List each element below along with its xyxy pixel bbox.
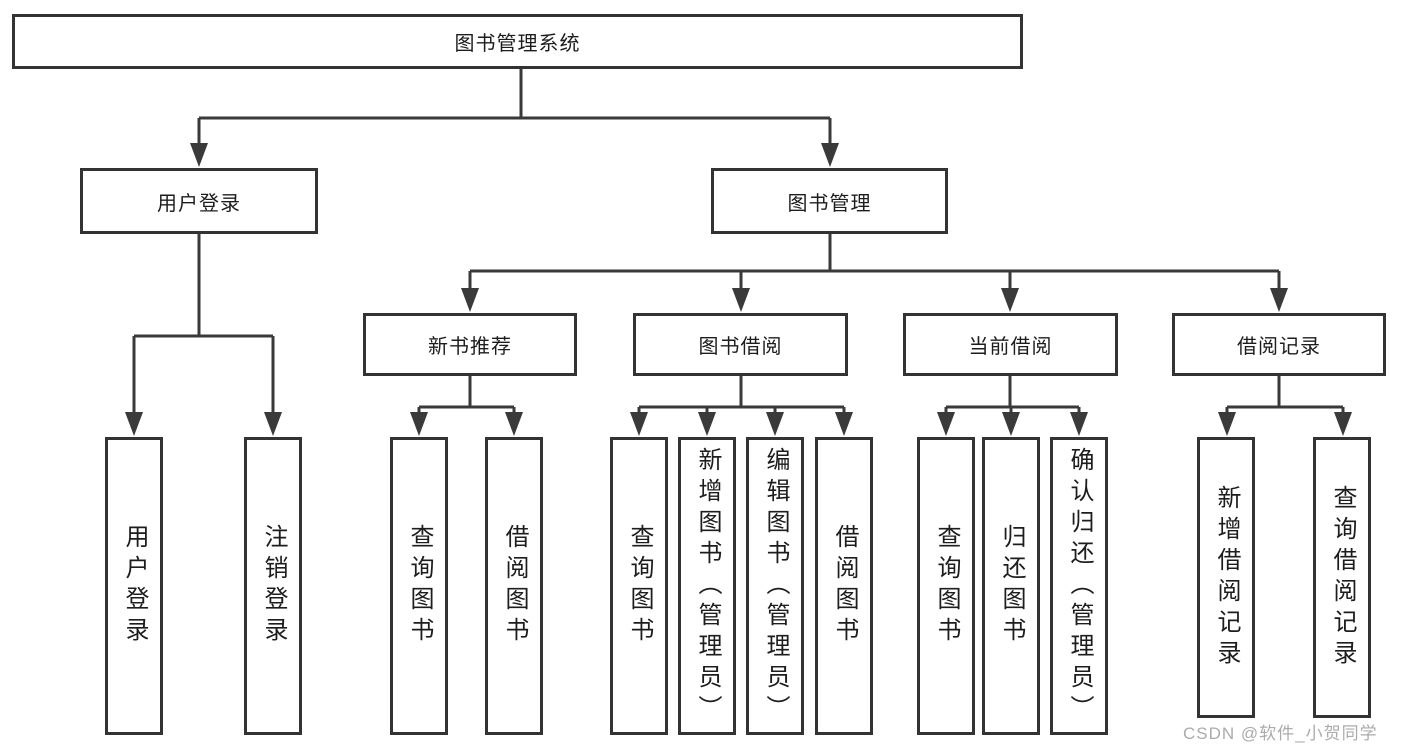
node-add-book-admin-label: 新增图书（管理员） xyxy=(694,446,721,726)
node-add-borrow-record-label: 新增借阅记录 xyxy=(1213,484,1240,671)
node-logout-leaf: 注销登录 xyxy=(244,437,302,735)
node-book-borrow-label: 图书借阅 xyxy=(698,336,783,358)
node-book-borrow: 图书借阅 xyxy=(633,313,848,376)
node-book-management: 图书管理 xyxy=(711,168,948,234)
node-return-book-label: 归还图书 xyxy=(998,524,1025,648)
node-query-book-recommend-label: 查询图书 xyxy=(406,524,433,648)
node-borrow-record: 借阅记录 xyxy=(1172,313,1386,376)
node-book-management-label: 图书管理 xyxy=(787,192,872,215)
node-confirm-return-admin-label: 确认归还（管理员） xyxy=(1066,446,1093,726)
csdn-watermark: CSDN @软件_小贺同学 xyxy=(1183,724,1378,743)
node-query-book-borrow: 查询图书 xyxy=(610,437,668,735)
node-borrow-book-recommend: 借阅图书 xyxy=(485,437,543,735)
node-user-login-leaf-label: 用户登录 xyxy=(121,524,148,648)
node-add-book-admin: 新增图书（管理员） xyxy=(678,437,736,735)
node-new-book-recommend-label: 新书推荐 xyxy=(428,336,512,358)
node-query-book-current-label: 查询图书 xyxy=(933,524,960,648)
node-current-borrow: 当前借阅 xyxy=(903,313,1118,376)
node-add-borrow-record: 新增借阅记录 xyxy=(1197,437,1255,718)
node-edit-book-admin-label: 编辑图书（管理员） xyxy=(762,446,789,726)
node-logout-leaf-label: 注销登录 xyxy=(260,524,287,648)
node-root: 图书管理系统 xyxy=(12,14,1023,69)
node-current-borrow-label: 当前借阅 xyxy=(968,336,1053,358)
node-user-login-leaf: 用户登录 xyxy=(105,437,163,735)
node-edit-book-admin: 编辑图书（管理员） xyxy=(746,437,804,735)
node-borrow-book-recommend-label: 借阅图书 xyxy=(501,524,528,648)
node-borrow-record-label: 借阅记录 xyxy=(1237,336,1321,358)
node-query-borrow-record: 查询借阅记录 xyxy=(1313,437,1371,718)
node-return-book: 归还图书 xyxy=(982,437,1040,735)
node-user-login-label: 用户登录 xyxy=(157,192,241,215)
node-query-book-current: 查询图书 xyxy=(917,437,975,735)
node-query-book-recommend: 查询图书 xyxy=(390,437,448,735)
node-user-login: 用户登录 xyxy=(80,168,318,234)
node-borrow-book-leaf-label: 借阅图书 xyxy=(831,524,858,648)
node-query-borrow-record-label: 查询借阅记录 xyxy=(1329,484,1356,671)
node-root-label: 图书管理系统 xyxy=(454,33,581,55)
node-new-book-recommend: 新书推荐 xyxy=(363,313,577,376)
node-borrow-book-leaf: 借阅图书 xyxy=(815,437,873,735)
node-query-book-borrow-label: 查询图书 xyxy=(626,524,653,648)
node-confirm-return-admin: 确认归还（管理员） xyxy=(1050,437,1108,735)
arrowheads xyxy=(125,143,1352,436)
